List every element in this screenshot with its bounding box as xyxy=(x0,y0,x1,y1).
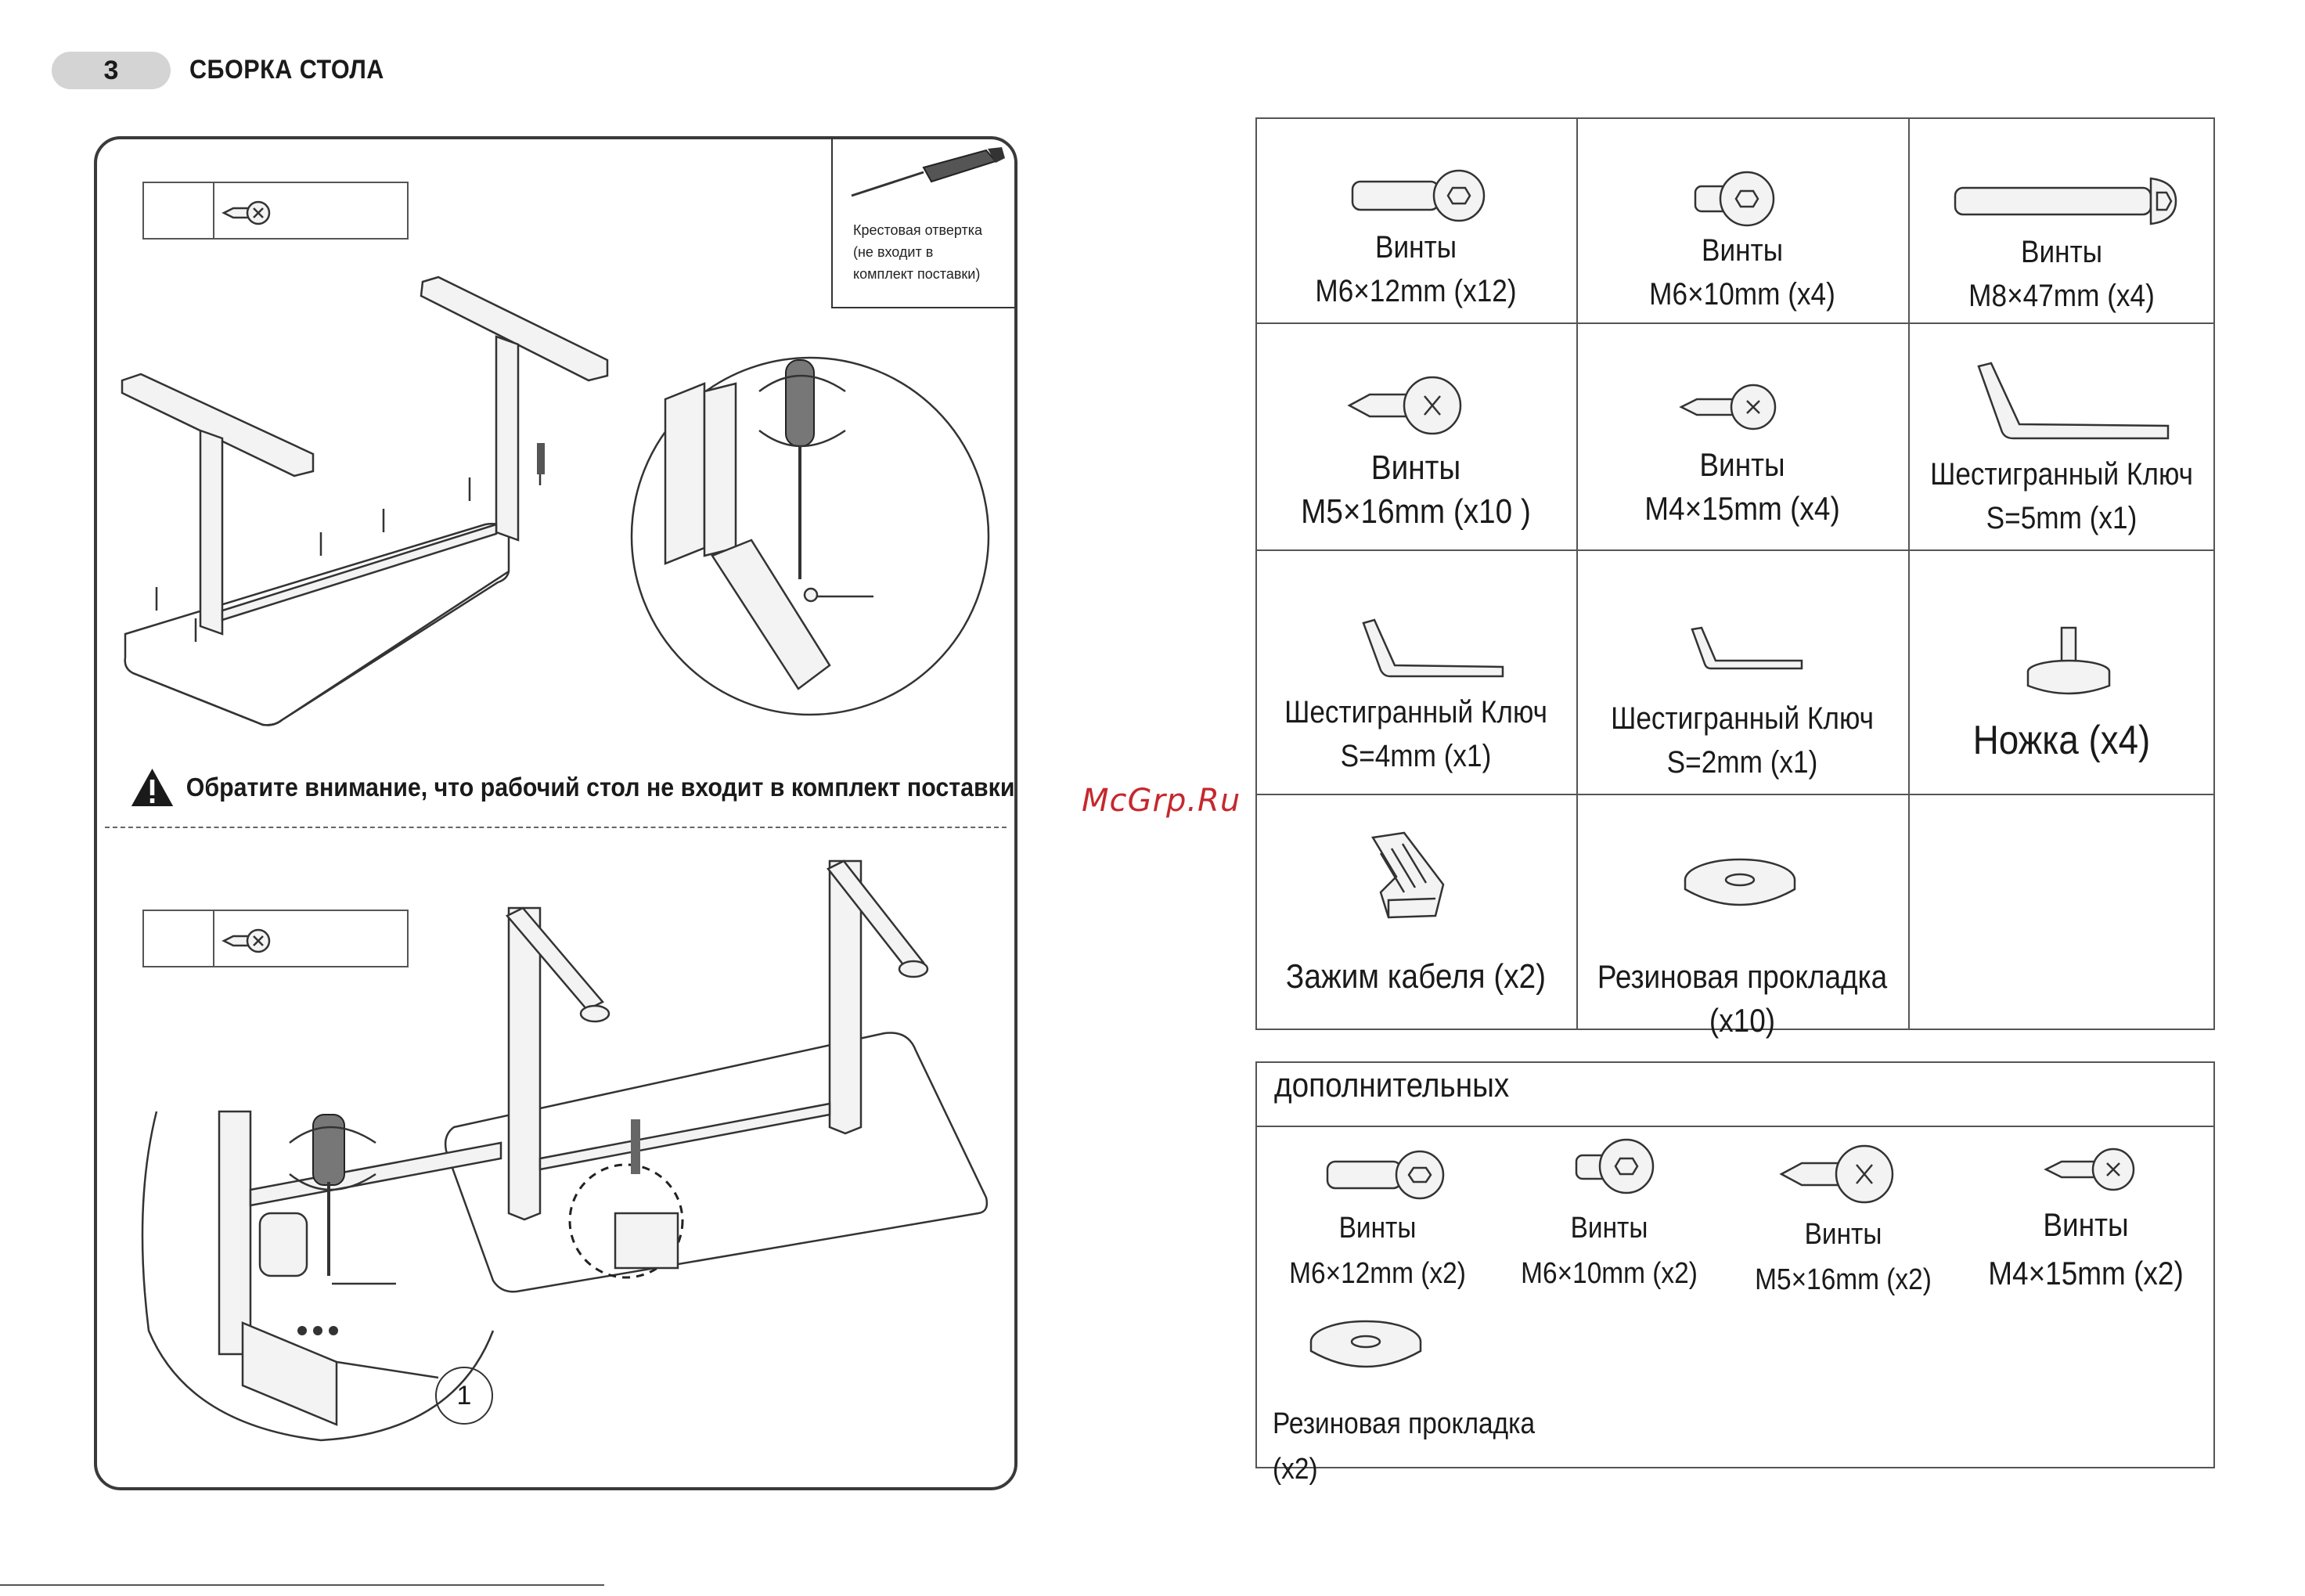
foot-icon xyxy=(2026,626,2111,695)
hex-key-icon xyxy=(1977,362,2170,440)
extra-item-label: Резиновая прокладка (x2) xyxy=(1273,1401,1562,1492)
part-spec: M4×15mm (x4) xyxy=(1644,490,1840,527)
warning-icon xyxy=(131,769,174,806)
part-label: Зажим кабеля (x2) xyxy=(1275,955,1558,999)
step1-parts-box xyxy=(142,182,409,240)
part-label: Винты M5×16mm (x10 ) xyxy=(1275,446,1558,534)
rubber-pad-icon xyxy=(1309,1320,1422,1368)
screw-icon xyxy=(1779,1144,1894,1204)
extra-item-label: Винты M6×10mm (x2) xyxy=(1513,1205,1705,1296)
part-label: Шестигранный Ключ S=2mm (x1) xyxy=(1596,697,1888,784)
tool-box xyxy=(831,138,1014,308)
part-label: Резиновая прокладка (x10) xyxy=(1590,955,1896,1043)
hex-key-icon xyxy=(1362,618,1504,678)
callout-number-text: 1 xyxy=(456,1380,472,1410)
screw-icon xyxy=(1347,376,1462,435)
step2-frame-illustration xyxy=(444,859,989,1293)
table-divider xyxy=(1255,1126,2215,1127)
part-label: Винты M6×12mm (x12) xyxy=(1275,225,1558,313)
part-spec: M6×10mm (x4) xyxy=(1649,277,1835,312)
part-label: Шестигранный Ключ S=5mm (x1) xyxy=(1927,452,2197,540)
long-bolt-icon xyxy=(1954,177,2177,225)
extra-item-label: Винты M5×16mm (x2) xyxy=(1743,1212,1943,1302)
page-number: 3 xyxy=(103,55,119,85)
part-name: Винты xyxy=(1374,230,1457,265)
table-divider xyxy=(1255,794,2215,795)
rubber-pad-icon xyxy=(1684,858,1796,906)
step2-parts-box xyxy=(142,910,409,967)
part-spec: M8×47mm (x4) xyxy=(1968,279,2155,313)
footer-rule xyxy=(0,1584,604,1586)
assembly-panel xyxy=(94,136,1017,1490)
extra-item-name: Винты xyxy=(1570,1212,1648,1245)
part-label: Винты M6×10mm (x4) xyxy=(1596,229,1888,316)
tool-note: Крестовая отвертка (не входит в комплект… xyxy=(853,219,1002,285)
part-name: Шестигранный Ключ xyxy=(1930,457,2193,492)
tool-note-line: Крестовая отвертка xyxy=(853,222,983,238)
part-name: Зажим кабеля (x2) xyxy=(1285,957,1547,996)
extra-item-label: Винты M4×15mm (x2) xyxy=(1986,1201,2185,1298)
step1-detail-circle xyxy=(630,356,990,716)
watermark: McGrp.Ru xyxy=(1082,783,1241,819)
part-label: Винты M4×15mm (x4) xyxy=(1596,443,1888,531)
extra-parts-table xyxy=(1255,1061,2215,1468)
step2-detail-circle xyxy=(141,1110,502,1442)
table-divider xyxy=(1255,322,2215,324)
part-name: Шестигранный Ключ xyxy=(1284,695,1547,730)
part-spec: S=5mm (x1) xyxy=(1986,501,2138,535)
part-name: Винты xyxy=(2020,235,2103,269)
section-title: СБОРКА СТОЛА xyxy=(189,55,384,85)
part-spec: M6×12mm (x12) xyxy=(1315,274,1517,308)
tool-note-line: комплект поставки) xyxy=(853,266,981,282)
part-spec: S=4mm (x1) xyxy=(1340,739,1492,773)
bolt-icon xyxy=(1351,169,1486,222)
extra-item-spec: M6×12mm (x2) xyxy=(1289,1257,1466,1290)
table-divider xyxy=(1908,117,1910,1030)
short-bolt-icon xyxy=(1575,1138,1655,1194)
part-label: Шестигранный Ключ S=4mm (x1) xyxy=(1275,690,1558,778)
screw-icon xyxy=(221,928,271,953)
warning-text: Обратите внимание, что рабочий стол не в… xyxy=(185,773,1015,802)
warning-note: Обратите внимание, что рабочий стол не в… xyxy=(130,767,1015,808)
bolt-icon xyxy=(1326,1150,1445,1200)
part-name: Шестигранный Ключ xyxy=(1611,701,1874,736)
part-name: Резиновая прокладка (x10) xyxy=(1597,958,1888,1039)
step1-frame-illustration xyxy=(121,276,609,726)
parts-count-cell xyxy=(144,911,214,966)
cable-clip-icon xyxy=(1370,831,1445,919)
part-label: Ножка (x4) xyxy=(1927,717,2197,764)
tool-note-line: (не входит в xyxy=(853,244,934,260)
small-screw-icon xyxy=(2044,1147,2135,1191)
part-name: Ножка (x4) xyxy=(1972,718,2151,763)
short-bolt-icon xyxy=(1694,171,1775,227)
screwdriver-icon xyxy=(851,147,1005,197)
parts-icon-cell xyxy=(214,911,407,966)
extra-parts-title: дополнительных xyxy=(1274,1066,1510,1104)
extra-item-spec: M6×10mm (x2) xyxy=(1521,1257,1698,1290)
parts-icon-cell xyxy=(214,183,407,238)
small-screw-icon xyxy=(1679,384,1777,431)
step-divider xyxy=(105,827,1007,828)
parts-table xyxy=(1255,117,2215,1030)
extra-item-name: Резиновая прокладка (x2) xyxy=(1273,1407,1536,1486)
callout-number: 1 xyxy=(435,1367,493,1425)
table-divider xyxy=(1576,117,1578,1030)
extra-item-name: Винты xyxy=(2043,1206,2129,1243)
extra-item-label: Винты M6×12mm (x2) xyxy=(1281,1205,1474,1296)
part-spec: S=2mm (x1) xyxy=(1666,745,1818,780)
part-name: Винты xyxy=(1701,233,1784,268)
hex-key-icon xyxy=(1691,626,1803,670)
table-divider xyxy=(1255,549,2215,551)
part-name: Винты xyxy=(1699,446,1785,483)
screw-icon xyxy=(221,200,271,225)
page-number-badge: 3 xyxy=(52,52,171,89)
part-spec: M5×16mm (x10 ) xyxy=(1301,492,1531,531)
extra-item-name: Винты xyxy=(1804,1218,1882,1251)
extra-item-spec: M4×15mm (x2) xyxy=(1988,1255,2184,1292)
part-label: Винты M8×47mm (x4) xyxy=(1927,230,2197,318)
extra-item-name: Винты xyxy=(1338,1212,1417,1245)
extra-item-spec: M5×16mm (x2) xyxy=(1755,1263,1932,1296)
parts-count-cell xyxy=(144,183,214,238)
part-name: Винты xyxy=(1370,449,1461,487)
